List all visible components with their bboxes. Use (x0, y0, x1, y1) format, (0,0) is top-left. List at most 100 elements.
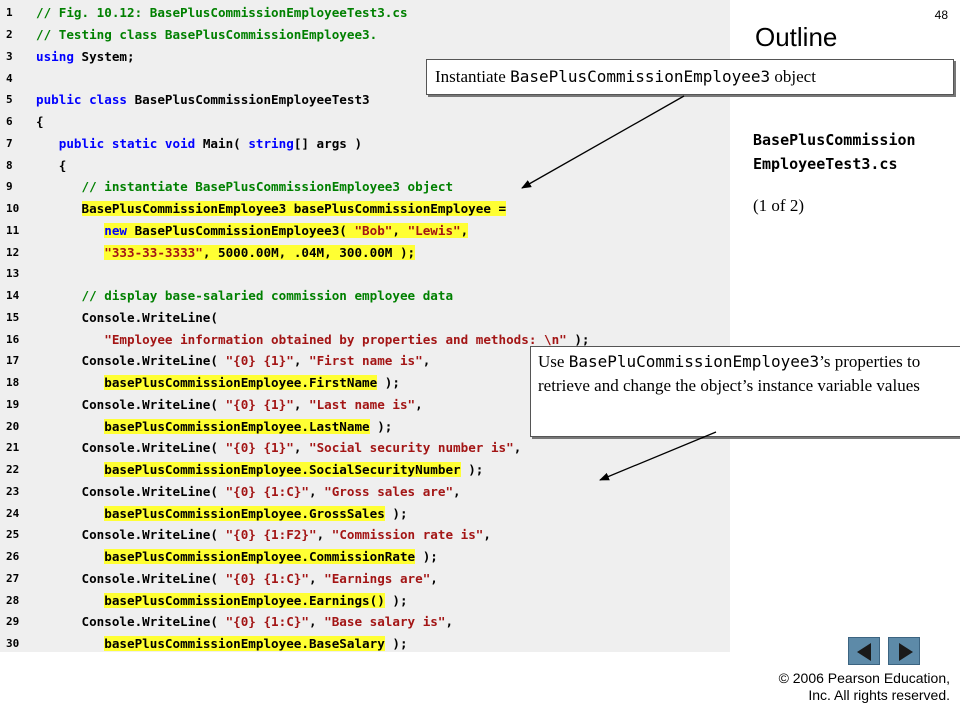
code-token (36, 549, 104, 564)
code-token: , (430, 570, 438, 586)
code-string: "Base salary is" (324, 614, 446, 630)
line-number: 29 (6, 615, 20, 629)
code-string: "Employee information obtained by proper… (104, 331, 567, 347)
line-number: 27 (6, 571, 20, 585)
part-indicator: (1 of 2) (753, 196, 804, 215)
line-number: 30 (6, 637, 20, 651)
line-number: 4 (6, 71, 13, 85)
line-number: 14 (6, 289, 20, 303)
code-token: , (308, 483, 325, 499)
code-line: 20 basePlusCommissionEmployee.LastName )… (0, 415, 730, 437)
code-token: BasePlusCommissionEmployeeTest3 (127, 92, 370, 108)
code-token: ); (377, 375, 400, 391)
line-number: 18 (6, 376, 20, 390)
code-string: "Social security number is" (308, 440, 514, 456)
code-text: basePlusCommissionEmployee.LastName ); (36, 418, 393, 434)
code-token (36, 462, 104, 477)
line-number: 1 (6, 6, 13, 20)
code-token (36, 288, 82, 303)
copyright-line-2: Inc. All rights reserved. (808, 687, 950, 703)
code-text: { (36, 158, 67, 173)
right-triangle-icon (899, 643, 913, 661)
code-token (36, 375, 104, 390)
code-line: 26 basePlusCommissionEmployee.Commission… (0, 546, 730, 568)
code-line: 10 BasePlusCommissionEmployee3 basePlusC… (0, 198, 730, 220)
code-keyword: public class (36, 92, 127, 108)
code-token: Console.WriteLine( (36, 396, 226, 412)
code-text: // Fig. 10.12: BasePlusCommissionEmploye… (36, 5, 408, 20)
code-line: 8 { (0, 154, 730, 176)
code-token: , (293, 440, 309, 456)
code-text: // Testing class BasePlusCommissionEmplo… (36, 27, 377, 42)
code-token: basePlusCommissionEmployee.GrossSales (104, 505, 385, 521)
code-comment: // display base-salaried commission empl… (81, 288, 454, 304)
code-token: basePlusCommissionEmployee.CommissionRat… (104, 549, 416, 565)
code-line: 15 Console.WriteLine( (0, 307, 730, 329)
code-line: 12 "333-33-3333", 5000.00M, .04M, 300.00… (0, 241, 730, 263)
code-line: 22 basePlusCommissionEmployee.SocialSecu… (0, 459, 730, 481)
callout-code: BasePlusCommissionEmployee3 (510, 67, 771, 86)
code-line: 2 // Testing class BasePlusCommissionEmpl… (0, 24, 730, 46)
code-line: 27 Console.WriteLine( "{0} {1:C}", "Earn… (0, 568, 730, 590)
code-string: "{0} {1:C}" (225, 614, 309, 630)
code-line: 14 // display base-salaried commission e… (0, 285, 730, 307)
code-string: "Commission rate is" (331, 527, 484, 543)
next-slide-button[interactable] (888, 637, 920, 665)
line-number: 5 (6, 93, 13, 107)
code-token: , (422, 353, 431, 369)
previous-slide-button[interactable] (848, 637, 880, 665)
line-number: 15 (6, 310, 20, 324)
code-line: 1 // Fig. 10.12: BasePlusCommissionEmploy… (0, 2, 730, 24)
code-string: "{0} {1}" (225, 353, 294, 369)
code-text: Console.WriteLine( "{0} {1:C}", "Gross s… (36, 483, 460, 499)
file-name: BasePlusCommission EmployeeTest3.cs (753, 128, 916, 176)
code-token: Console.WriteLine( (36, 527, 226, 543)
code-token: , (445, 614, 454, 630)
line-number: 17 (6, 354, 20, 368)
code-token: ); (369, 418, 393, 434)
line-number: 10 (6, 202, 20, 216)
code-token (36, 419, 104, 434)
code-text: Console.WriteLine( "{0} {1:C}", "Earning… (36, 570, 438, 586)
code-token: basePlusCommissionEmployee.BaseSalary (104, 636, 385, 652)
code-token: { (36, 114, 44, 130)
properties-callout: Use BasePluCommissionEmployee3’s propert… (530, 346, 960, 437)
code-token: , (308, 570, 325, 586)
code-token (36, 136, 59, 151)
code-token: , (316, 527, 332, 543)
line-number: 2 (6, 28, 13, 42)
code-token (36, 636, 104, 651)
code-text: using System; (36, 49, 135, 64)
code-line: 5 public class BasePlusCommissionEmployee… (0, 89, 730, 111)
code-token: ); (415, 549, 438, 565)
code-token: , (308, 614, 325, 630)
code-text: BasePlusCommissionEmployee3 basePlusComm… (36, 201, 507, 217)
code-token: BasePlusCommissionEmployee3( (127, 222, 355, 238)
code-token: basePlusCommissionEmployee.LastName (104, 418, 370, 434)
code-string: "{0} {1:C}" (225, 570, 309, 586)
code-token: Console.WriteLine( (36, 440, 226, 456)
code-token: , (293, 353, 309, 369)
code-line: 13 (0, 263, 730, 285)
code-token: , (513, 440, 522, 456)
code-line: 9 // instantiate BasePlusCommissionEmplo… (0, 176, 730, 198)
code-text: basePlusCommissionEmployee.SocialSecurit… (36, 462, 483, 478)
code-line: 24 basePlusCommissionEmployee.GrossSales… (0, 502, 730, 524)
code-text: // instantiate BasePlusCommissionEmploye… (36, 179, 454, 194)
line-number: 21 (6, 441, 20, 455)
code-token: Console.WriteLine( (36, 614, 226, 630)
callout-text: Use (538, 352, 569, 371)
code-text: { (36, 114, 44, 129)
callout-text: ’s properties to retrieve and change the… (538, 352, 921, 395)
line-number: 23 (6, 484, 20, 498)
callout-text: Instantiate (435, 67, 511, 86)
code-token: , (415, 396, 423, 412)
code-comment: // Testing class BasePlusCommissionEmplo… (36, 27, 378, 43)
code-text: "333-33-3333", 5000.00M, .04M, 300.00M )… (36, 244, 416, 260)
code-line: 16 "Employee information obtained by pro… (0, 328, 730, 350)
line-number: 16 (6, 332, 20, 346)
code-string: "{0} {1:F2}" (225, 527, 317, 543)
code-string: "{0} {1}" (225, 440, 294, 456)
code-text: public static void Main( string[] args ) (36, 136, 362, 151)
